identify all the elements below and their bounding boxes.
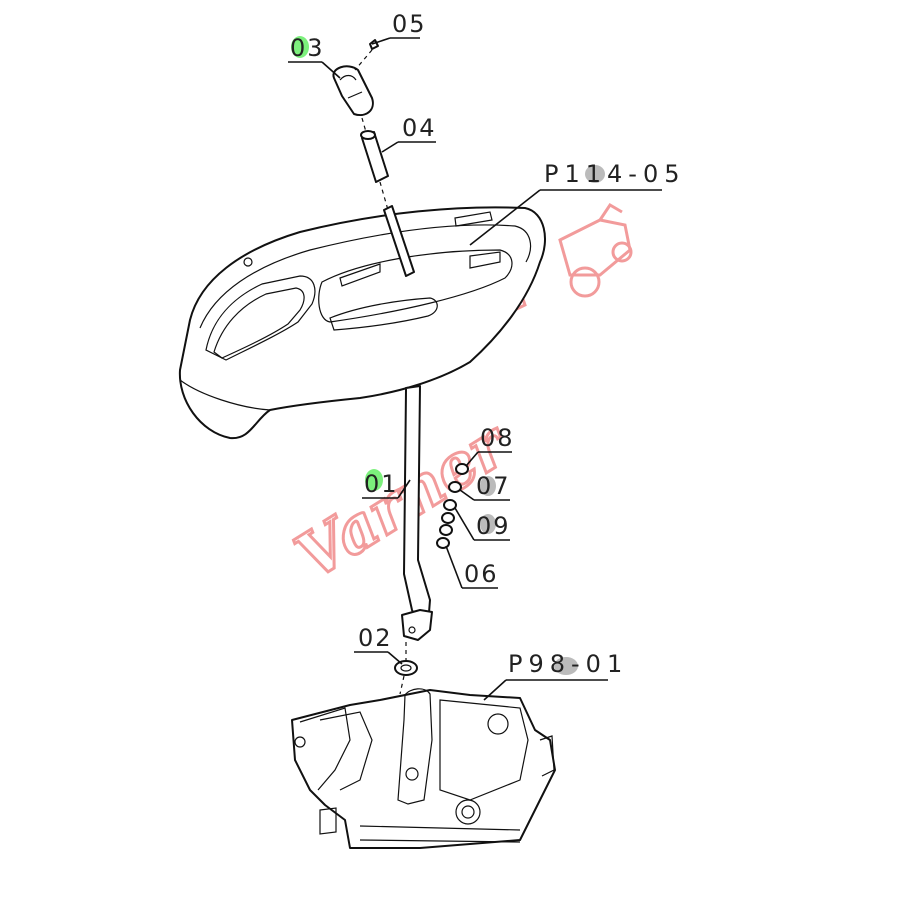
callout-label-03: 03 xyxy=(290,34,325,62)
washer-stack xyxy=(436,463,469,549)
highlight-marker xyxy=(291,36,309,58)
callout-09: 09 xyxy=(454,507,511,541)
callout-label-05: 05 xyxy=(392,10,427,38)
callout-03: 03 xyxy=(288,34,341,79)
callout-label-07: 07 xyxy=(476,472,511,500)
callout-label-04: 04 xyxy=(402,114,437,142)
callout-01: 01 xyxy=(362,469,411,499)
callout-04: 04 xyxy=(381,114,437,153)
callout-label-01: 01 xyxy=(364,470,399,498)
label-smudge xyxy=(480,514,496,534)
label-smudge xyxy=(585,165,605,183)
part-08-nut xyxy=(455,463,469,475)
part-09-washer xyxy=(443,499,457,511)
callout-08: 08 xyxy=(465,424,515,467)
callout-label-02: 02 xyxy=(358,624,393,652)
label-smudge xyxy=(480,476,496,496)
part-02-washer xyxy=(394,642,418,695)
part-01-lever xyxy=(383,205,433,641)
highlight-marker xyxy=(365,469,383,491)
callout-02: 02 xyxy=(354,624,403,665)
callout-label-p98-01: P98-01 xyxy=(508,650,628,678)
part-04-sleeve xyxy=(360,130,389,183)
callout-05: 05 xyxy=(371,10,427,45)
callout-label-p114-05: P114-05 xyxy=(544,160,685,188)
part-p98-01-valve-body xyxy=(291,688,556,849)
part-03-knob xyxy=(332,65,374,116)
part-p114-05-cover xyxy=(178,206,546,440)
callout-07: 07 xyxy=(459,472,511,501)
callout-06: 06 xyxy=(445,545,499,589)
callout-label-09: 09 xyxy=(476,512,511,540)
callout-p114-05: P114-05 xyxy=(469,160,685,246)
callout-p98-01: P98-01 xyxy=(483,650,628,701)
callout-label-06: 06 xyxy=(464,560,499,588)
part-06-washer xyxy=(436,537,450,549)
part-05-clip xyxy=(369,39,379,50)
label-smudge xyxy=(554,657,578,675)
part-07-washer xyxy=(448,481,462,493)
callout-label-08: 08 xyxy=(480,424,515,452)
